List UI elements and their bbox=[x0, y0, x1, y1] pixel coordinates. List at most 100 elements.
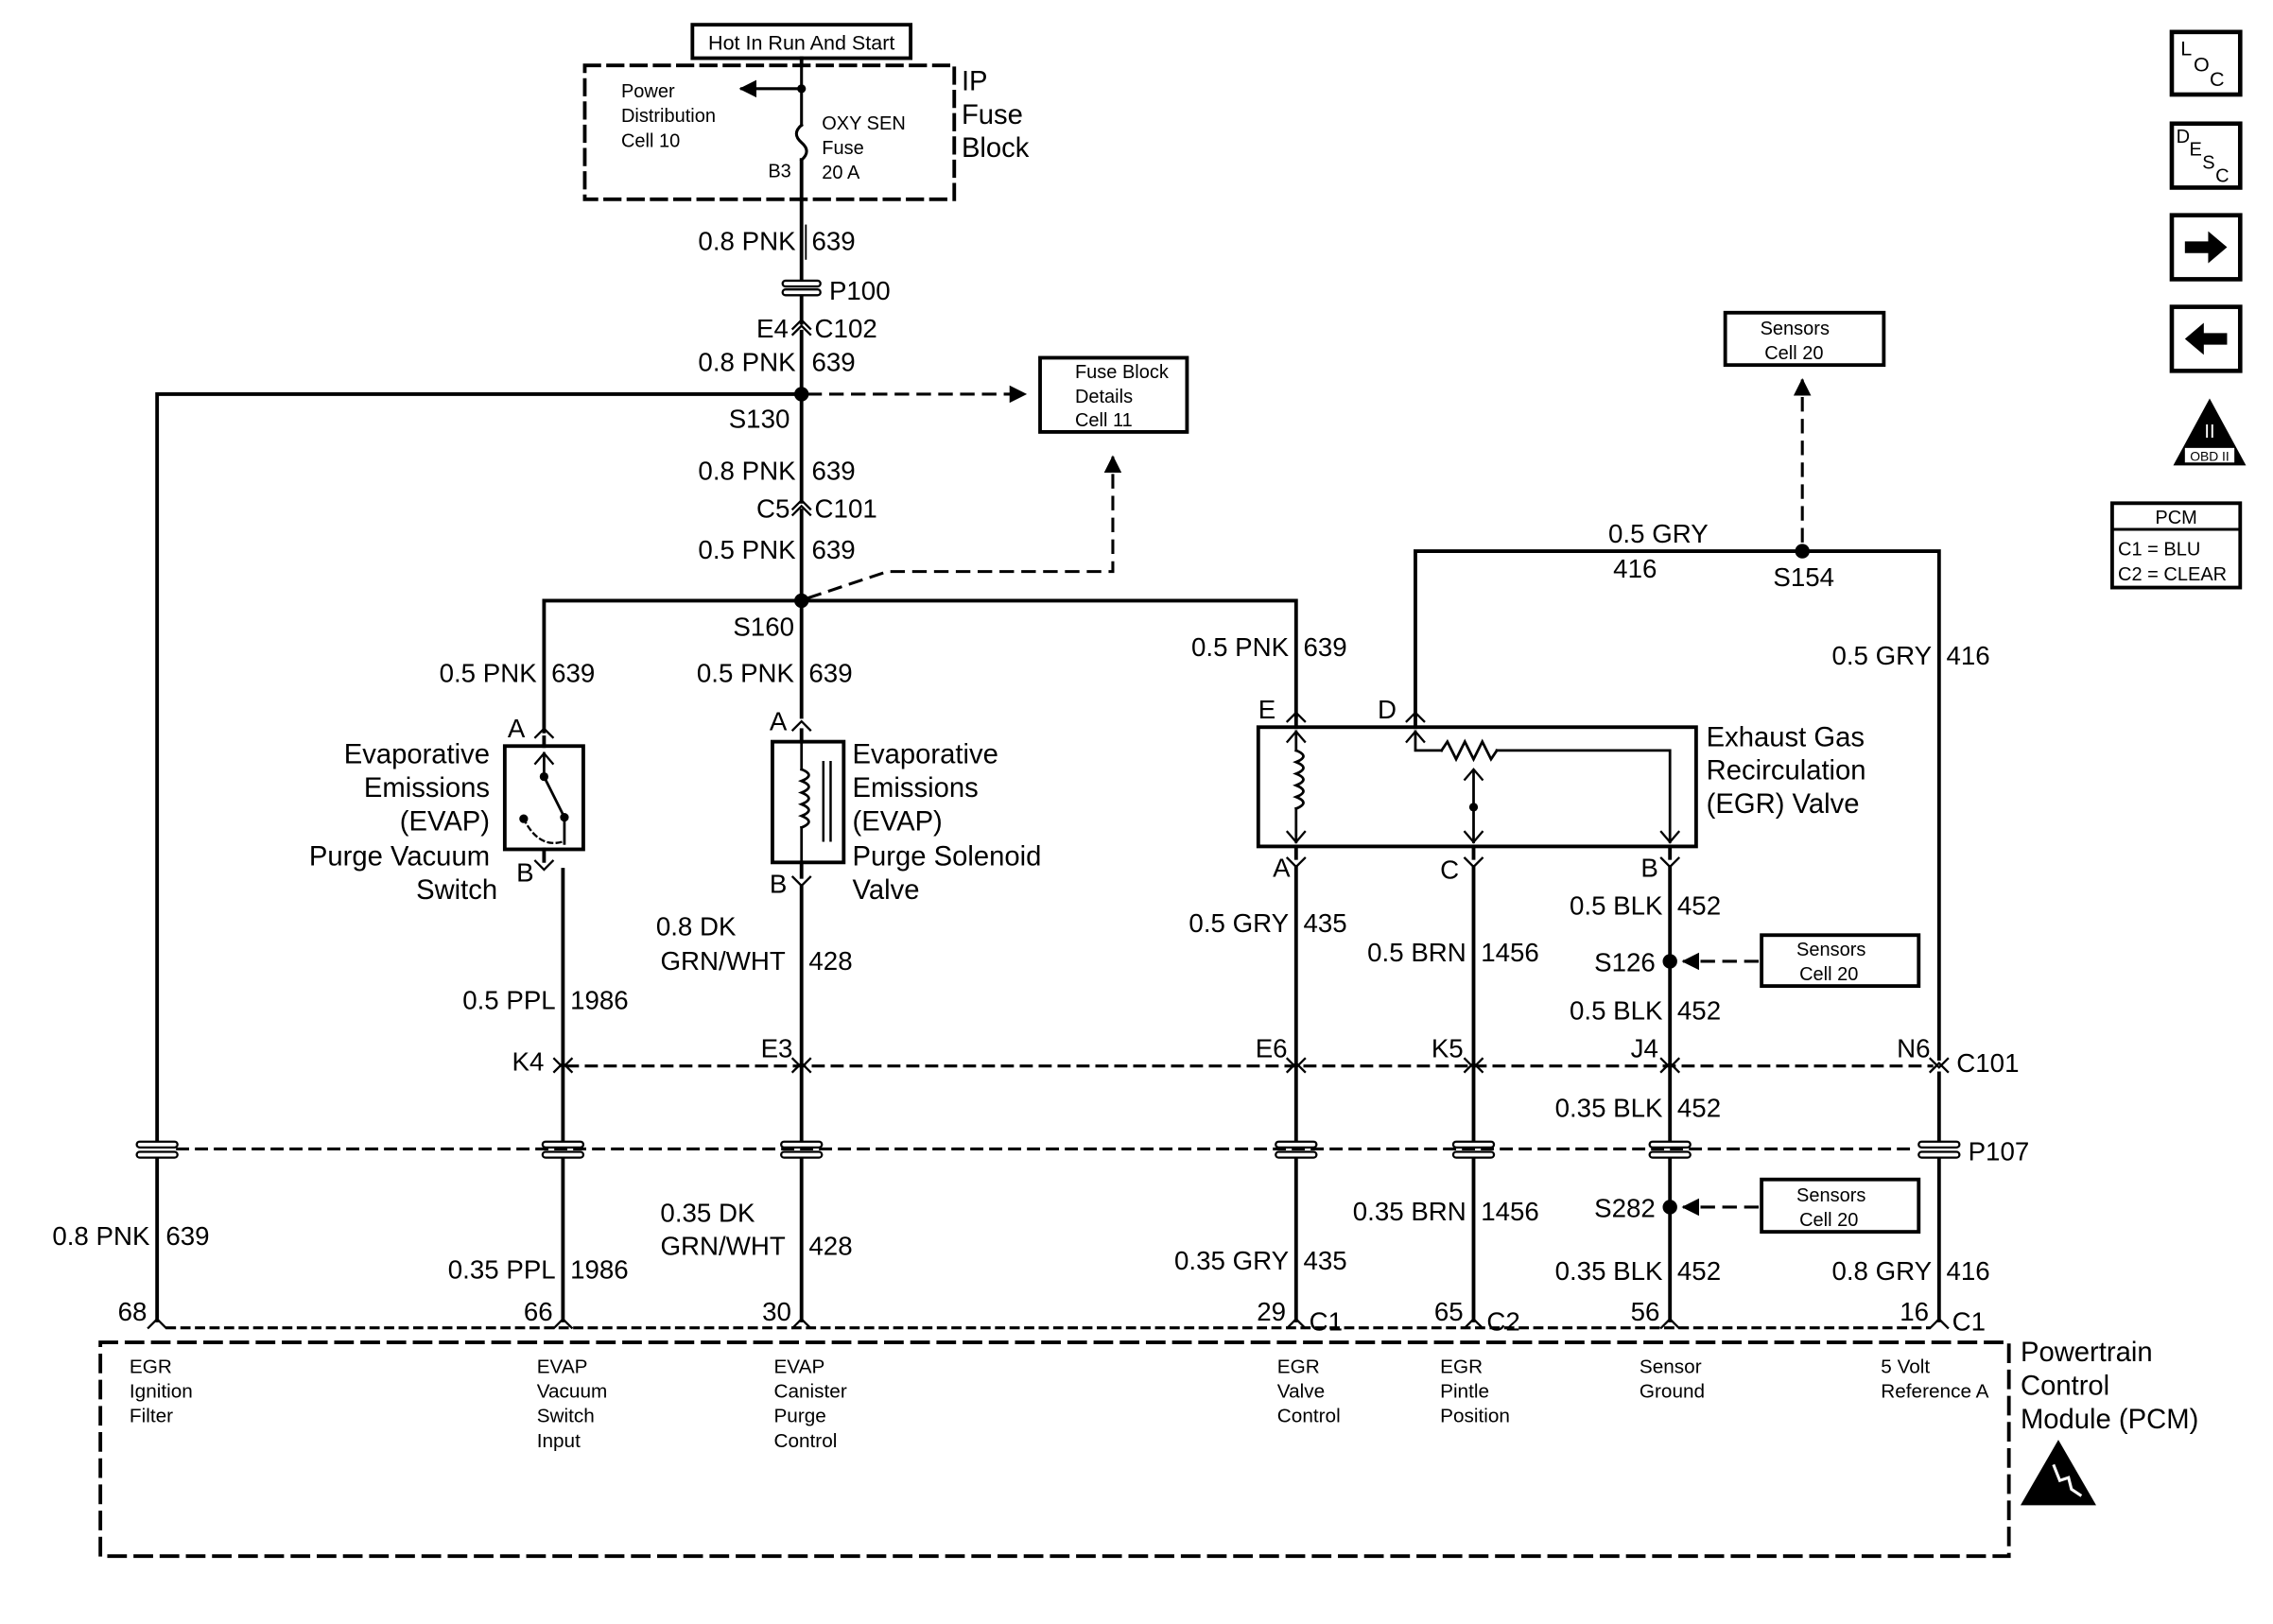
svg-text:C1 = BLU: C1 = BLU bbox=[2118, 540, 2200, 561]
svg-text:PCM: PCM bbox=[2155, 508, 2196, 528]
egr-valve-label: Exhaust Gas Recirculation (EGR) Valve bbox=[1707, 722, 1874, 820]
svg-text:OBD II: OBD II bbox=[2190, 449, 2230, 464]
s130-label: S130 bbox=[729, 404, 790, 433]
pcm-pin-number: 66 bbox=[524, 1297, 553, 1326]
pcm-pin-number: 56 bbox=[1631, 1297, 1660, 1326]
svg-text:II: II bbox=[2204, 422, 2214, 442]
svg-text:L: L bbox=[2180, 37, 2192, 60]
splice-s154 bbox=[1795, 544, 1810, 559]
pcm-pin-number: 30 bbox=[762, 1297, 791, 1326]
svg-text:B: B bbox=[516, 857, 533, 887]
evap-switch-label: Evaporative Emissions (EVAP) Purge Vacuu… bbox=[309, 740, 497, 906]
svg-text:A: A bbox=[1273, 854, 1291, 883]
wire-label-dkgrn035: 0.35 DK GRN/WHT 428 bbox=[660, 1198, 852, 1260]
splice-s126 bbox=[1662, 954, 1677, 969]
j4-label: J4 bbox=[1631, 1033, 1658, 1063]
e6-label: E6 bbox=[1256, 1033, 1288, 1063]
pcm-connector-key: PCM C1 = BLU C2 = CLEAR bbox=[2109, 501, 2243, 590]
svg-text:E: E bbox=[2189, 140, 2201, 161]
fuse-block-details-label: Fuse Block Details Cell 11 bbox=[1075, 362, 1174, 431]
fuse-label: OXY SEN Fuse 20 A bbox=[822, 113, 911, 183]
pcm-connector-label: C1 bbox=[1310, 1307, 1343, 1337]
s154-label: S154 bbox=[1773, 562, 1834, 592]
s160-label: S160 bbox=[733, 612, 794, 641]
ip-fuse-block-label: IP Fuse Block bbox=[962, 66, 1031, 164]
pcm-pin-number: 16 bbox=[1900, 1297, 1929, 1326]
obd-ii-icon[interactable]: II OBD II bbox=[2173, 398, 2247, 466]
fuse-symbol bbox=[794, 123, 808, 163]
fuse-pin-b3: B3 bbox=[768, 162, 790, 182]
svg-text:C: C bbox=[1440, 855, 1459, 884]
evap-solenoid-label: Evaporative Emissions (EVAP) Purge Solen… bbox=[853, 740, 1050, 906]
svg-text:C2 = CLEAR: C2 = CLEAR bbox=[2118, 564, 2227, 585]
fuse-block-details-box[interactable] bbox=[1038, 355, 1189, 434]
s160-ref-line bbox=[807, 455, 1122, 600]
wire-label-gry05-top: 0.5 GRY bbox=[1608, 519, 1709, 548]
pcm-pin-number: 29 bbox=[1257, 1297, 1286, 1326]
svg-text:A: A bbox=[508, 714, 526, 743]
c102-label: C102 bbox=[815, 314, 877, 343]
desc-icon[interactable]: D E S C bbox=[2169, 121, 2243, 190]
loc-icon[interactable]: L O C bbox=[2169, 29, 2243, 97]
pcm-module: Powertrain Control Module (PCM) bbox=[98, 1317, 2198, 1559]
pcm-title: Powertrain Control Module (PCM) bbox=[2021, 1338, 2198, 1435]
s126-label: S126 bbox=[1594, 948, 1656, 977]
e4-label: E4 bbox=[756, 314, 789, 343]
p100-connector bbox=[781, 279, 822, 297]
c101-bottom-label: C101 bbox=[1956, 1048, 2019, 1078]
svg-text:C: C bbox=[2210, 68, 2225, 91]
n6-label: N6 bbox=[1897, 1033, 1930, 1063]
wire-s130-to-pcm68 bbox=[155, 392, 804, 1144]
prev-arrow-icon[interactable] bbox=[2169, 304, 2243, 373]
pcm-pin-number: 65 bbox=[1434, 1297, 1464, 1326]
c101-terminals bbox=[552, 1057, 1950, 1074]
wire-s160-branch bbox=[542, 598, 1298, 734]
ip-fuse-block-outline bbox=[582, 63, 957, 201]
power-distribution-label: Power Distribution Cell 10 bbox=[621, 81, 721, 151]
e3-label: E3 bbox=[761, 1033, 793, 1063]
evap-purge-solenoid: A B Evaporative Emissions (EVAP) Purge S… bbox=[770, 706, 1050, 906]
svg-text:D: D bbox=[1378, 695, 1397, 724]
s282-label: S282 bbox=[1594, 1194, 1656, 1223]
svg-text:B: B bbox=[770, 870, 787, 899]
p107-label: P107 bbox=[1969, 1137, 2030, 1166]
svg-text:O: O bbox=[2194, 53, 2210, 76]
pcm-connector-label: C2 bbox=[1486, 1307, 1519, 1337]
c101-top-connector bbox=[790, 498, 812, 517]
p107-terminals bbox=[135, 1140, 1961, 1159]
next-arrow-icon[interactable] bbox=[2169, 213, 2243, 282]
c101-top-label: C101 bbox=[815, 494, 877, 524]
